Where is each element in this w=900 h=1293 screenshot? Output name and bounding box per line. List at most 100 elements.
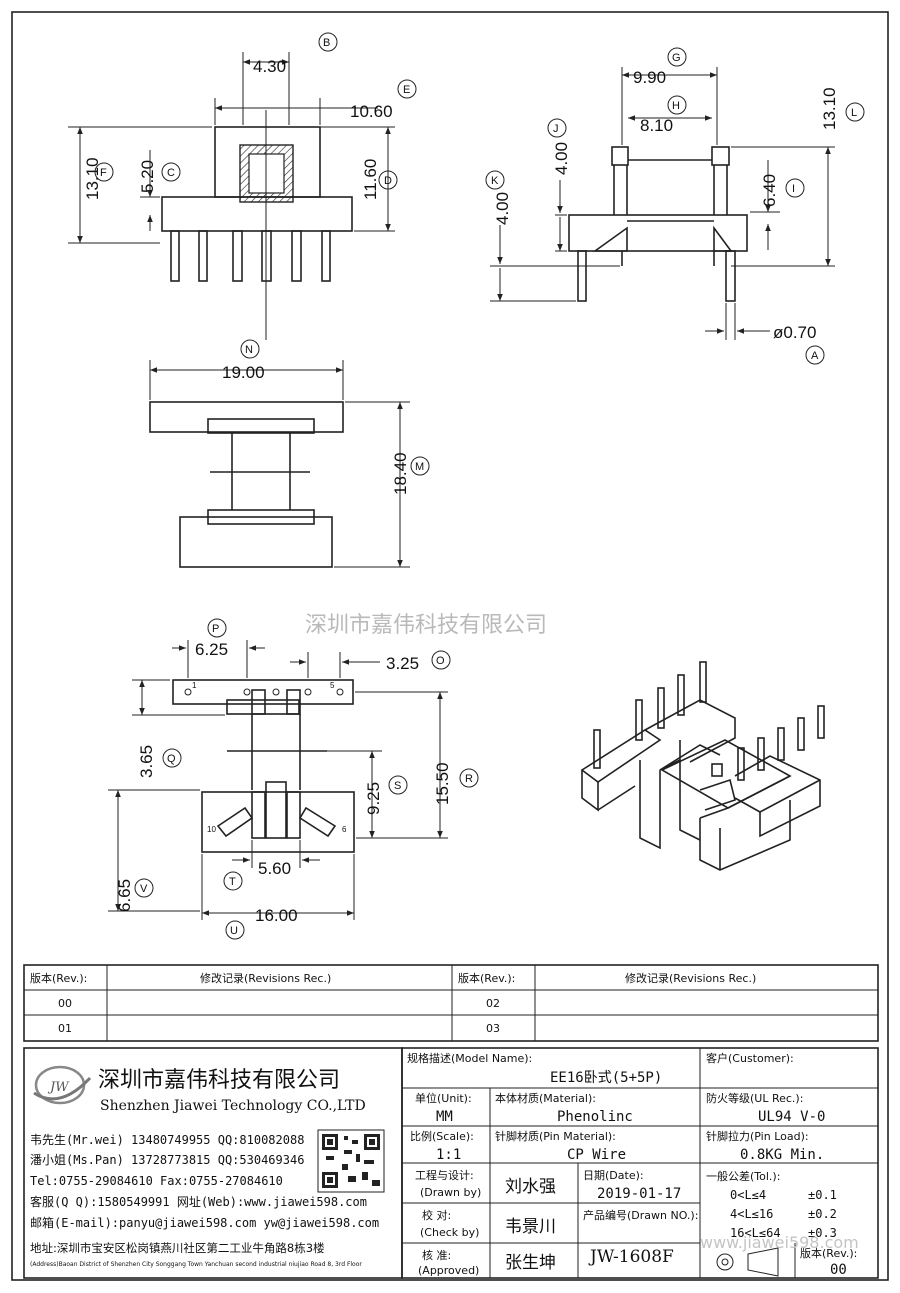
rev-row-03: 03 bbox=[486, 1022, 500, 1035]
front-view: 4.30 B 10.60 E 13.10 F 5.20 C 11.60 D bbox=[68, 32, 417, 340]
isometric-view bbox=[580, 661, 825, 871]
dim-F-value: 13.10 bbox=[83, 157, 102, 200]
dim-A-value: ø0.70 bbox=[773, 323, 816, 342]
svg-text:Q: Q bbox=[167, 753, 176, 765]
contact-tel-fax: Tel:0755-29084610 Fax:0755-27084610 bbox=[30, 1174, 283, 1188]
pin-load-label: 针脚拉力(Pin Load): bbox=[706, 1129, 809, 1143]
url-watermark: www.jiawei598.com bbox=[700, 1233, 859, 1252]
scale-value: 1:1 bbox=[436, 1147, 461, 1163]
ul-label: 防火等级(UL Rec.): bbox=[706, 1091, 803, 1105]
svg-text:B: B bbox=[323, 37, 330, 49]
dim-C-value: 5.20 bbox=[138, 160, 157, 193]
pin-10-label: 10 bbox=[207, 825, 216, 834]
pin-1-label: 1 bbox=[192, 681, 197, 690]
dim-J-value: 4.00 bbox=[552, 142, 571, 175]
customer-label: 客户(Customer): bbox=[706, 1051, 794, 1065]
dim-E-value: 10.60 bbox=[350, 102, 393, 121]
scale-label: 比例(Scale): bbox=[410, 1129, 474, 1143]
side-view: 9.90 G 8.10 H 13.10 L 6.40 I 4.00 J 4.00… bbox=[485, 47, 865, 365]
svg-text:D: D bbox=[384, 175, 392, 187]
approved-value: 张生坤 bbox=[505, 1253, 556, 1273]
svg-text:R: R bbox=[465, 773, 473, 785]
dim-M-value: 18.40 bbox=[391, 452, 410, 495]
rev-label: 版本(Rev.): bbox=[800, 1246, 857, 1260]
pin-load-value: 0.8KG Min. bbox=[740, 1147, 824, 1163]
ul-value: UL94 V-0 bbox=[758, 1109, 825, 1125]
svg-text:J: J bbox=[553, 123, 559, 135]
rev-value: 00 bbox=[830, 1262, 847, 1278]
svg-text:E: E bbox=[403, 84, 410, 96]
pin-6-label: 6 bbox=[342, 825, 347, 834]
contact-pan: 潘小姐(Ms.Pan) 13728773815 QQ:530469346 bbox=[30, 1153, 304, 1167]
title-block: 规格描述(Model Name): EE16卧式(5+5P) 客户(Custom… bbox=[401, 1047, 879, 1279]
contact-qq-web: 客服(Q Q):1580549991 网址(Web):www.jiawei598… bbox=[30, 1194, 367, 1209]
svg-text:G: G bbox=[672, 52, 681, 64]
model-label: 规格描述(Model Name): bbox=[407, 1051, 532, 1065]
svg-text:T: T bbox=[229, 876, 236, 888]
drawn-label: 工程与设计: bbox=[415, 1169, 474, 1182]
model-value: EE16卧式(5+5P) bbox=[550, 1070, 662, 1086]
company-address-en: (Address)Baoan District of Shenzhen City… bbox=[30, 1261, 362, 1268]
dim-I-value: 6.40 bbox=[760, 174, 779, 207]
rec-header-right: 修改记录(Revisions Rec.) bbox=[625, 971, 756, 985]
svg-text:K: K bbox=[491, 175, 499, 187]
dim-V-value: 6.65 bbox=[115, 879, 134, 912]
unit-value: MM bbox=[436, 1109, 453, 1125]
unit-label: 单位(Unit): bbox=[415, 1091, 472, 1105]
company-name-en: Shenzhen Jiawei Technology CO.,LTD bbox=[100, 1098, 366, 1114]
rev-row-02: 02 bbox=[486, 997, 500, 1010]
date-value: 2019-01-17 bbox=[597, 1186, 681, 1202]
dim-N-value: 19.00 bbox=[222, 363, 265, 382]
tol-range-3: 16<L≤64 bbox=[730, 1226, 781, 1240]
contact-wei: 韦先生(Mr.wei) 13480749955 QQ:810082088 bbox=[30, 1133, 304, 1147]
tol-value-2: ±0.2 bbox=[808, 1207, 837, 1221]
svg-text:N: N bbox=[245, 344, 253, 356]
dim-L-value: 13.10 bbox=[820, 87, 839, 130]
approved-label-en: (Approved) bbox=[418, 1264, 479, 1277]
rev-header-left: 版本(Rev.): bbox=[30, 971, 87, 985]
dim-Q-value: 3.65 bbox=[137, 745, 156, 778]
company-address: 地址:深圳市宝安区松岗镇燕川社区第二工业牛角路8栋3楼 bbox=[30, 1241, 325, 1255]
svg-text:I: I bbox=[792, 183, 795, 195]
qr-code-icon bbox=[317, 1129, 385, 1193]
sheet-border bbox=[11, 11, 889, 1281]
tol-range-1: 0<L≤4 bbox=[730, 1188, 766, 1202]
company-name-cn: 深圳市嘉伟科技有限公司 bbox=[98, 1068, 340, 1093]
watermark: 深圳市嘉伟科技有限公司 bbox=[305, 613, 547, 638]
dim-R-value: 15.50 bbox=[433, 762, 452, 805]
check-label-en: (Check by) bbox=[420, 1226, 479, 1239]
tol-label: 一般公差(Tol.): bbox=[706, 1169, 780, 1183]
tol-value-3: ±0.3 bbox=[808, 1226, 837, 1240]
dim-U-value: 16.00 bbox=[255, 906, 298, 925]
check-label: 校 对: bbox=[422, 1208, 451, 1222]
tol-value-1: ±0.1 bbox=[808, 1188, 837, 1202]
svg-text:U: U bbox=[230, 925, 238, 937]
company-logo: JW bbox=[33, 1065, 92, 1105]
revision-table: 版本(Rev.): 修改记录(Revisions Rec.) 版本(Rev.):… bbox=[23, 964, 879, 1042]
svg-text:F: F bbox=[100, 167, 107, 179]
svg-text:C: C bbox=[167, 167, 175, 179]
contact-email: 邮箱(E-mail):panyu@jiawei598.com yw@jiawei… bbox=[30, 1215, 379, 1230]
svg-text:P: P bbox=[212, 623, 219, 635]
bottom-view: 1 5 10 6 6.25 P 3.25 O 15.50 R bbox=[108, 618, 479, 940]
pin-5-label: 5 bbox=[330, 681, 335, 690]
projection-symbol-icon bbox=[716, 1247, 779, 1277]
pin-material-value: CP Wire bbox=[567, 1147, 626, 1163]
drawn-no-value: JW-1608F bbox=[588, 1247, 674, 1267]
drawn-value: 刘水强 bbox=[505, 1177, 556, 1197]
svg-text:O: O bbox=[436, 655, 445, 667]
rec-header-left: 修改记录(Revisions Rec.) bbox=[200, 971, 331, 985]
drawn-no-label: 产品编号(Drawn NO.): bbox=[583, 1208, 698, 1222]
rev-row-00: 00 bbox=[58, 997, 72, 1010]
pin-material-label: 针脚材质(Pin Material): bbox=[495, 1129, 616, 1143]
approved-label: 核 准: bbox=[422, 1248, 451, 1262]
dim-P-value: 6.25 bbox=[195, 640, 228, 659]
material-value: Phenolinc bbox=[557, 1109, 633, 1125]
check-value: 韦景川 bbox=[505, 1217, 556, 1237]
svg-text:S: S bbox=[394, 780, 401, 792]
svg-text:V: V bbox=[140, 883, 148, 895]
dim-S-value: 9.25 bbox=[364, 782, 383, 815]
svg-text:L: L bbox=[851, 107, 857, 119]
drawn-label-en: (Drawn by) bbox=[420, 1186, 481, 1199]
dim-G-value: 9.90 bbox=[633, 68, 666, 87]
